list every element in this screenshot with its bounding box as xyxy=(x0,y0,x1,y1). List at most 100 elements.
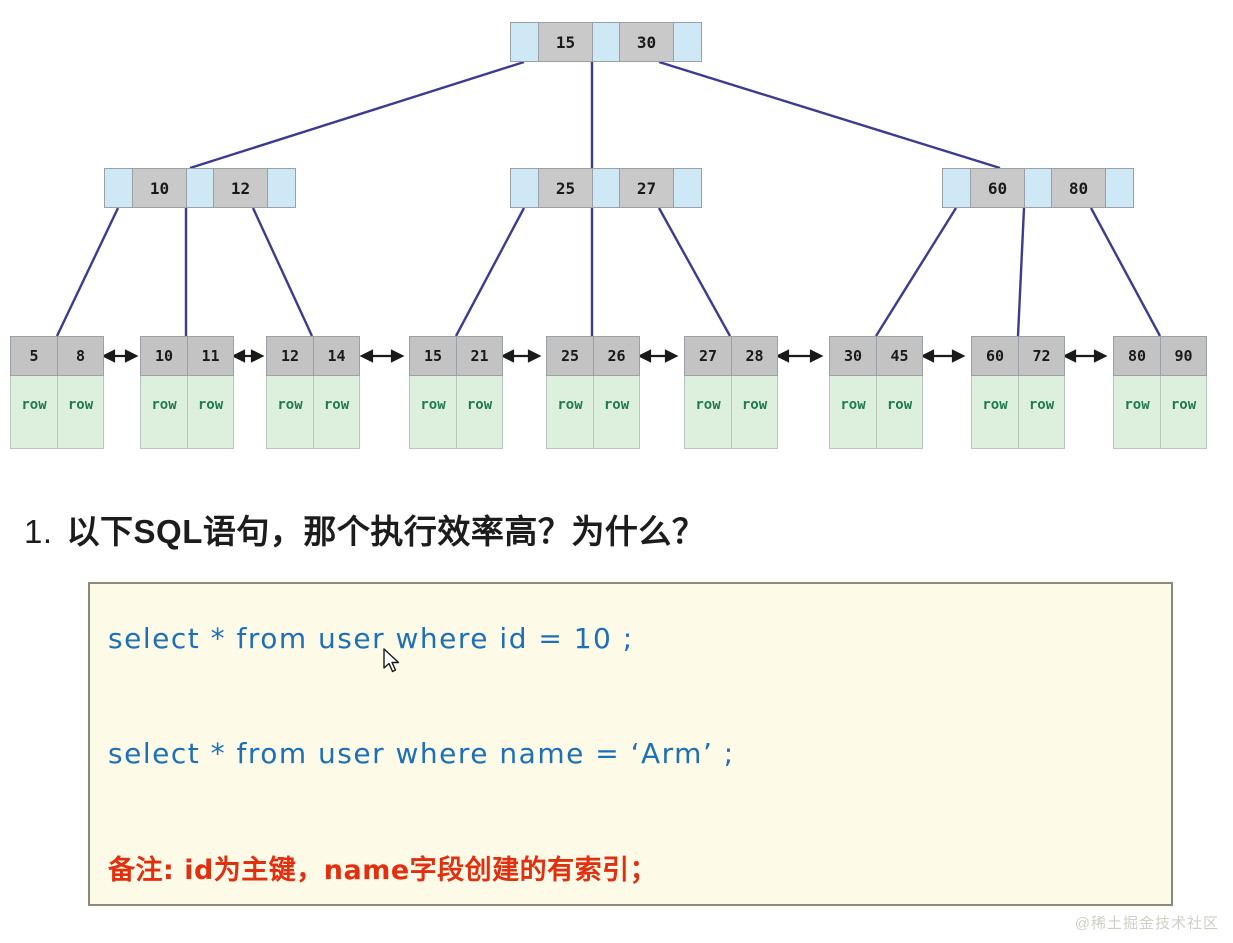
node-pointer-cell xyxy=(1105,169,1133,207)
leaf-link-arrow xyxy=(231,349,265,363)
leaf-keys: 80 90 xyxy=(1113,336,1207,376)
leaf-key-cell: 10 xyxy=(154,347,174,365)
leaf-row-cell: row xyxy=(420,397,446,413)
leaf-row-cell: row xyxy=(1160,376,1206,448)
node-pointer-cell xyxy=(511,23,539,61)
leaf-key-cell: 5 xyxy=(29,347,39,365)
leaf-row-cell: row xyxy=(187,376,233,448)
leaf-key-cell: 14 xyxy=(313,337,359,375)
node-key-cell: 30 xyxy=(620,23,673,61)
node-pointer-cell xyxy=(943,169,971,207)
leaf-keys: 10 11 xyxy=(140,336,234,376)
tree-leaf-node: 5 8 row row xyxy=(10,336,104,449)
leaf-link-arrow xyxy=(359,349,405,363)
leaf-link-arrow xyxy=(920,349,966,363)
sql-note: 备注: id为主键，name字段创建的有索引； xyxy=(108,855,658,886)
leaf-keys: 30 45 xyxy=(829,336,923,376)
leaf-row-cell: row xyxy=(21,397,47,413)
leaf-rows: row row xyxy=(409,376,503,449)
leaf-link-arrow xyxy=(775,349,824,363)
tree-root-node: 15 30 xyxy=(510,22,702,62)
leaf-keys: 15 21 xyxy=(409,336,503,376)
sql-code-box: select * from user where id = 10 ; selec… xyxy=(88,582,1173,906)
leaf-key-cell: 80 xyxy=(1127,347,1147,365)
node-key-cell: 25 xyxy=(539,169,592,207)
leaf-key-cell: 12 xyxy=(280,347,300,365)
leaf-key-cell: 27 xyxy=(698,347,718,365)
node-key-cell: 60 xyxy=(971,169,1024,207)
tree-internal-node: 60 80 xyxy=(942,168,1134,208)
leaf-key-cell: 26 xyxy=(593,337,639,375)
node-pointer-cell xyxy=(673,169,701,207)
node-pointer-cell xyxy=(511,169,539,207)
tree-leaf-node: 60 72 row row xyxy=(971,336,1065,449)
tree-internal-node: 25 27 xyxy=(510,168,702,208)
leaf-keys: 60 72 xyxy=(971,336,1065,376)
tree-leaf-node: 30 45 row row xyxy=(829,336,923,449)
leaf-key-cell: 72 xyxy=(1018,337,1064,375)
question-text: 以下SQL语句，那个执行效率高？为什么？ xyxy=(66,513,706,550)
node-pointer-cell xyxy=(592,23,620,61)
node-pointer-cell xyxy=(105,169,133,207)
leaf-row-cell: row xyxy=(1018,376,1064,448)
leaf-rows: row row xyxy=(140,376,234,449)
bplus-tree-diagram: 15 30 10 12 25 27 60 80 xyxy=(10,22,1207,449)
leaf-row-cell: row xyxy=(982,397,1008,413)
leaf-link-arrow xyxy=(500,349,542,363)
tree-leaf-node: 10 11 row row xyxy=(140,336,234,449)
leaf-row-cell: row xyxy=(151,397,177,413)
leaf-row-cell: row xyxy=(1124,397,1150,413)
node-key-cell: 10 xyxy=(133,169,186,207)
leaf-row-cell: row xyxy=(840,397,866,413)
node-pointer-cell xyxy=(267,169,295,207)
leaf-link-arrow xyxy=(637,349,679,363)
leaf-row-cell: row xyxy=(557,397,583,413)
leaf-key-cell: 11 xyxy=(187,337,233,375)
leaf-key-cell: 15 xyxy=(423,347,443,365)
sql-statement-2: select * from user where name = ‘Arm’ ; xyxy=(108,737,735,770)
leaf-keys: 5 8 xyxy=(10,336,104,376)
question-heading: 1. 以下SQL语句，那个执行效率高？为什么？ xyxy=(24,505,705,553)
sql-statement-1: select * from user where id = 10 ; xyxy=(108,622,634,655)
node-key-cell: 15 xyxy=(539,23,592,61)
tree-leaf-node: 80 90 row row xyxy=(1113,336,1207,449)
leaf-link-arrow xyxy=(1062,349,1108,363)
leaf-keys: 25 26 xyxy=(546,336,640,376)
leaf-keys: 27 28 xyxy=(684,336,778,376)
node-key-cell: 27 xyxy=(620,169,673,207)
leaf-key-cell: 60 xyxy=(985,347,1005,365)
leaf-keys: 12 14 xyxy=(266,336,360,376)
leaf-row-cell: row xyxy=(277,397,303,413)
leaf-rows: row row xyxy=(829,376,923,449)
leaf-row-cell: row xyxy=(731,376,777,448)
node-pointer-cell xyxy=(673,23,701,61)
leaf-rows: row row xyxy=(546,376,640,449)
question-number: 1. xyxy=(24,513,53,550)
leaf-rows: row row xyxy=(266,376,360,449)
leaf-link-arrow xyxy=(101,349,139,363)
leaf-rows: row row xyxy=(684,376,778,449)
watermark-text: @稀土掘金技术社区 xyxy=(1074,915,1219,932)
leaf-rows: row row xyxy=(1113,376,1207,449)
node-pointer-cell xyxy=(1024,169,1052,207)
node-pointer-cell xyxy=(592,169,620,207)
leaf-row-cell: row xyxy=(313,376,359,448)
node-pointer-cell xyxy=(186,169,214,207)
leaf-row-cell: row xyxy=(876,376,922,448)
leaf-row-cell: row xyxy=(695,397,721,413)
leaf-key-cell: 90 xyxy=(1160,337,1206,375)
leaf-key-cell: 21 xyxy=(456,337,502,375)
node-key-cell: 80 xyxy=(1052,169,1105,207)
leaf-row-cell: row xyxy=(593,376,639,448)
tree-leaf-node: 15 21 row row xyxy=(409,336,503,449)
node-key-cell: 12 xyxy=(214,169,267,207)
leaf-key-cell: 45 xyxy=(876,337,922,375)
leaf-key-cell: 28 xyxy=(731,337,777,375)
tree-leaf-node: 25 26 row row xyxy=(546,336,640,449)
leaf-key-cell: 30 xyxy=(843,347,863,365)
leaf-rows: row row xyxy=(10,376,104,449)
leaf-key-cell: 25 xyxy=(560,347,580,365)
leaf-key-cell: 8 xyxy=(57,337,103,375)
leaf-rows: row row xyxy=(971,376,1065,449)
